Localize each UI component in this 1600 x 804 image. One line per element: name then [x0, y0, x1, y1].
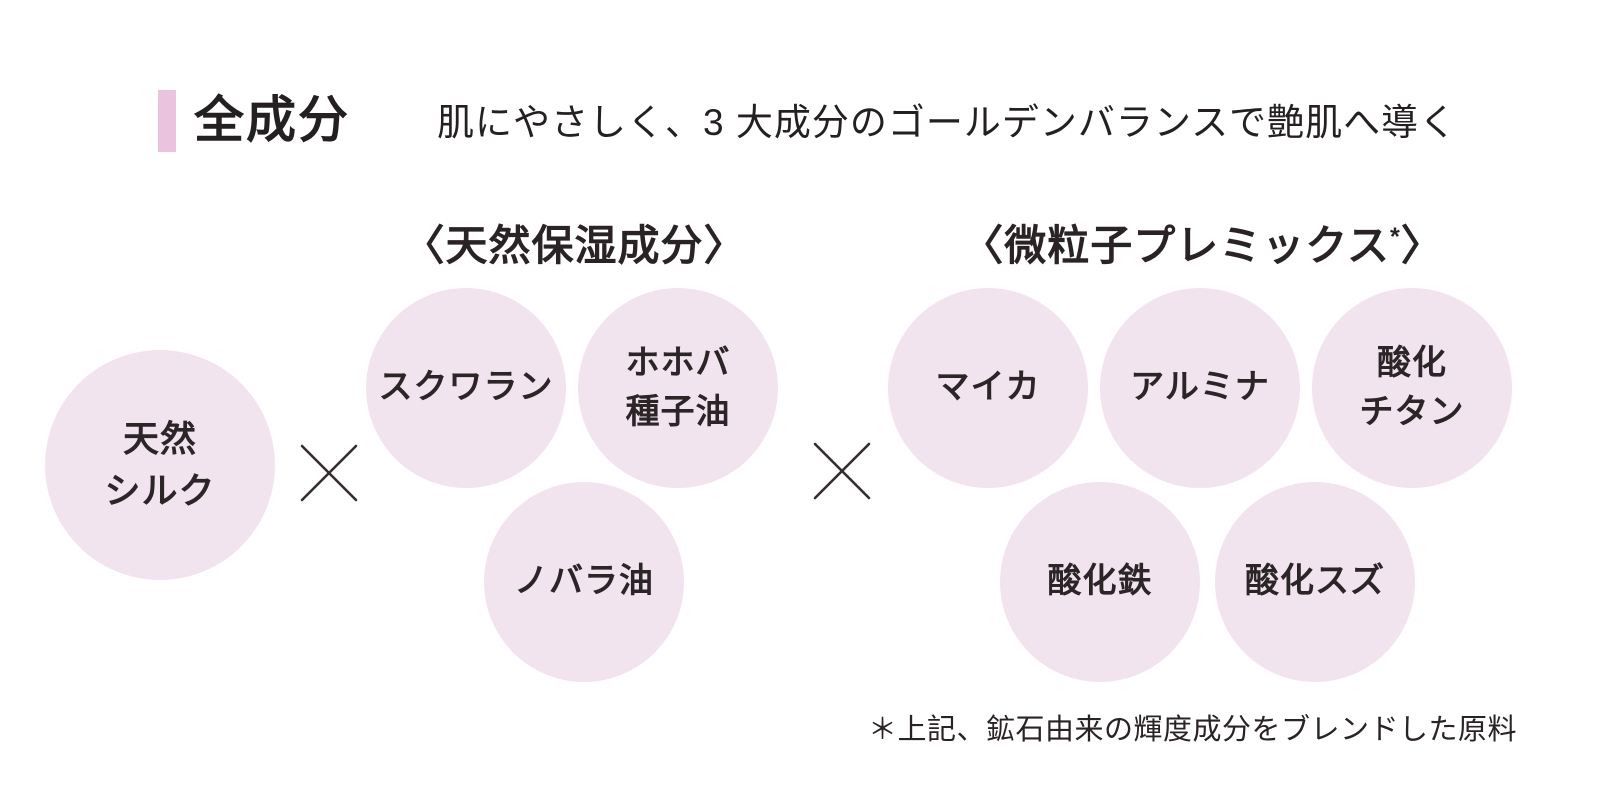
group1-heading: 〈天然保湿成分〉 — [402, 222, 747, 269]
ingredient-label: マイカ — [935, 368, 1041, 407]
ingredient-label: アルミナ — [1130, 368, 1270, 407]
ingredient-label: 種子油 — [625, 393, 731, 431]
ingredient-circle-rose-oil: ノバラ油 — [484, 482, 684, 682]
ingredient-circle-silk: 天然 シルク — [45, 350, 275, 580]
title-accent-bar — [158, 90, 176, 152]
multiply-icon — [299, 443, 359, 503]
ingredient-circle-jojoba-seed-oil: ホホバ 種子油 — [578, 288, 778, 488]
ingredient-label: ホホバ — [625, 343, 731, 382]
group2-heading-text: 〈微粒子プレミックス — [961, 222, 1390, 269]
ingredient-circle-squalane: スクワラン — [366, 288, 566, 488]
multiply-icon — [812, 441, 872, 501]
ingredient-circle-tin-oxide: 酸化スズ — [1215, 482, 1415, 682]
ingredient-label: 天然 — [122, 417, 197, 459]
ingredient-label: 酸化鉄 — [1047, 562, 1153, 601]
ingredient-label: チタン — [1359, 393, 1465, 431]
ingredient-circle-mica: マイカ — [888, 288, 1088, 488]
ingredient-label: スクワラン — [378, 368, 554, 407]
ingredient-circle-alumina: アルミナ — [1100, 288, 1300, 488]
ingredient-label: 酸化スズ — [1245, 562, 1385, 601]
ingredient-label: 酸化 — [1377, 343, 1447, 382]
ingredient-circle-iron-oxide: 酸化鉄 — [1000, 482, 1200, 682]
group2-heading-close: 〉 — [1400, 222, 1444, 269]
asterisk-superscript: * — [1389, 223, 1401, 251]
ingredient-label: シルク — [104, 470, 216, 511]
ingredient-circle-titanium-oxide: 酸化 チタン — [1312, 288, 1512, 488]
page-title: 全成分 — [194, 92, 350, 148]
footnote: ＊上記、鉱石由来の輝度成分をブレンドした原料 — [867, 714, 1517, 746]
page-subtitle: 肌にやさしく、3 大成分のゴールデンバランスで艶肌へ導く — [437, 102, 1458, 143]
ingredient-label: ノバラ油 — [514, 562, 654, 601]
group2-heading: 〈微粒子プレミックス*〉 — [885, 212, 1520, 273]
